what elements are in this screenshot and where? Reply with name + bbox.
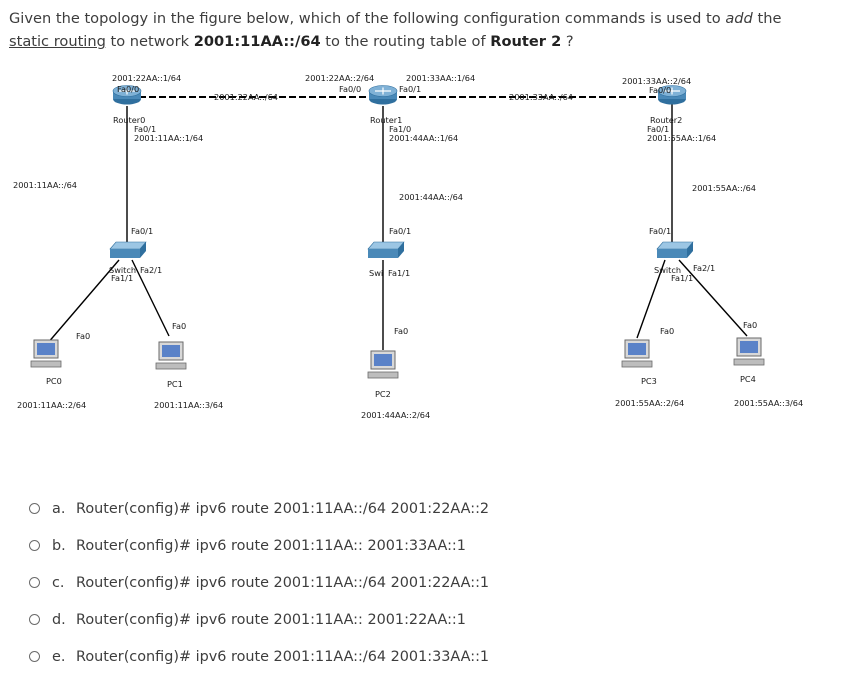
option-e[interactable]: e.Router(config)# ipv6 route 2001:11AA::… bbox=[29, 638, 489, 675]
option-b-text: Router(config)# ipv6 route 2001:11AA:: 2… bbox=[76, 537, 466, 554]
option-c-radio[interactable] bbox=[29, 577, 40, 588]
pc2-name: PC2 bbox=[375, 389, 391, 399]
switch0-fa21-label: Fa2/1 bbox=[140, 265, 162, 275]
pc0-ip: 2001:11AA::2/64 bbox=[17, 400, 86, 410]
option-a[interactable]: a.Router(config)# ipv6 route 2001:11AA::… bbox=[29, 490, 489, 527]
question-line-1: Given the topology in the figure below, … bbox=[9, 10, 782, 27]
option-d-radio[interactable] bbox=[29, 614, 40, 625]
switch0-fa01-label: Fa0/1 bbox=[131, 226, 153, 236]
option-a-text: Router(config)# ipv6 route 2001:11AA::/6… bbox=[76, 500, 490, 517]
router1-fa10-ip: 2001:44AA::1/64 bbox=[389, 133, 458, 143]
option-d[interactable]: d.Router(config)# ipv6 route 2001:11AA::… bbox=[29, 601, 489, 638]
pc4-icon[interactable] bbox=[733, 337, 765, 366]
switch2-fa01-label: Fa0/1 bbox=[649, 226, 671, 236]
router0-fa01-label: Fa0/1 bbox=[134, 124, 156, 134]
router1-icon[interactable] bbox=[368, 85, 398, 105]
pc1-name: PC1 bbox=[167, 379, 183, 389]
pc2-ip: 2001:44AA::2/64 bbox=[361, 410, 430, 420]
link-switch0-pc1 bbox=[131, 259, 170, 337]
switch0-fa11-label: Fa1/1 bbox=[111, 273, 133, 283]
link-r1-r2-network: 2001:33AA::/64 bbox=[509, 92, 573, 102]
switch2-icon[interactable] bbox=[656, 241, 694, 258]
router1-fa00-ip: 2001:22AA::2/64 bbox=[305, 73, 374, 83]
router2-fa01-ip: 2001:55AA::1/64 bbox=[647, 133, 716, 143]
pc0-fa0-label: Fa0 bbox=[76, 331, 90, 341]
link-switch2-pc3 bbox=[636, 259, 666, 339]
topology-diagram: 2001:22AA::1/64 Fa0/0 2001:22AA::/64 200… bbox=[13, 73, 803, 420]
pc1-fa0-label: Fa0 bbox=[172, 321, 186, 331]
pc3-fa0-label: Fa0 bbox=[660, 326, 674, 336]
router1-fa01-label: Fa0/1 bbox=[399, 84, 421, 94]
link-r0-r1-network: 2001:22AA::/64 bbox=[214, 92, 278, 102]
router2-icon[interactable] bbox=[657, 85, 687, 105]
router0-name: Router0 bbox=[113, 115, 145, 125]
option-b-radio[interactable] bbox=[29, 540, 40, 551]
router2-fa01-label: Fa0/1 bbox=[647, 124, 669, 134]
network-right-label: 2001:55AA::/64 bbox=[692, 183, 756, 193]
router1-fa01-ip: 2001:33AA::1/64 bbox=[406, 73, 475, 83]
router1-fa10-label: Fa1/0 bbox=[389, 124, 411, 134]
network-middle-label: 2001:44AA::/64 bbox=[399, 192, 463, 202]
pc4-name: PC4 bbox=[740, 374, 756, 384]
router0-fa00-label: Fa0/0 bbox=[117, 84, 139, 94]
answer-options: a.Router(config)# ipv6 route 2001:11AA::… bbox=[29, 490, 489, 675]
router2-name: Router2 bbox=[650, 115, 682, 125]
option-a-radio[interactable] bbox=[29, 503, 40, 514]
pc3-icon[interactable] bbox=[621, 339, 653, 368]
pc3-ip: 2001:55AA::2/64 bbox=[615, 398, 684, 408]
pc2-icon[interactable] bbox=[367, 350, 399, 379]
switch2-name: Switch bbox=[654, 265, 681, 275]
pc3-name: PC3 bbox=[641, 376, 657, 386]
question-line-2: static routing to network 2001:11AA::/64… bbox=[9, 33, 574, 50]
router0-fa01-ip: 2001:11AA::1/64 bbox=[134, 133, 203, 143]
switch2-fa11-label: Fa1/1 bbox=[671, 273, 693, 283]
pc1-icon[interactable] bbox=[155, 341, 187, 370]
question-text: Given the topology in the figure below, … bbox=[9, 7, 839, 53]
switch1-fa01-label: Fa0/1 bbox=[389, 226, 411, 236]
option-e-text: Router(config)# ipv6 route 2001:11AA::/6… bbox=[76, 648, 490, 665]
option-d-text: Router(config)# ipv6 route 2001:11AA:: 2… bbox=[76, 611, 466, 628]
option-c-text: Router(config)# ipv6 route 2001:11AA::/6… bbox=[76, 574, 490, 591]
switch1-fa11-label: Fa1/1 bbox=[388, 268, 410, 278]
link-switch2-pc4 bbox=[678, 259, 748, 337]
pc4-fa0-label: Fa0 bbox=[743, 320, 757, 330]
topology-figure: 2001:22AA::1/64 Fa0/0 2001:22AA::/64 200… bbox=[9, 66, 821, 428]
pc0-icon[interactable] bbox=[30, 339, 62, 368]
router1-name: Router1 bbox=[370, 115, 402, 125]
link-switch0-pc0 bbox=[46, 259, 120, 345]
pc4-ip: 2001:55AA::3/64 bbox=[734, 398, 803, 408]
router0-icon[interactable] bbox=[112, 85, 142, 105]
router1-fa00-label: Fa0/0 bbox=[339, 84, 361, 94]
option-b[interactable]: b.Router(config)# ipv6 route 2001:11AA::… bbox=[29, 527, 489, 564]
switch0-name: Switch bbox=[109, 265, 136, 275]
switch2-fa21-label: Fa2/1 bbox=[693, 263, 715, 273]
option-e-radio[interactable] bbox=[29, 651, 40, 662]
network-left-label: 2001:11AA::/64 bbox=[13, 180, 77, 190]
router0-fa00-ip: 2001:22AA::1/64 bbox=[112, 73, 181, 83]
pc1-ip: 2001:11AA::3/64 bbox=[154, 400, 223, 410]
switch1-icon[interactable] bbox=[367, 241, 405, 258]
switch0-icon[interactable] bbox=[109, 241, 147, 258]
router2-fa00-label: Fa0/0 bbox=[649, 85, 671, 95]
switch1-name: Swi bbox=[369, 268, 383, 278]
pc2-fa0-label: Fa0 bbox=[394, 326, 408, 336]
pc0-name: PC0 bbox=[46, 376, 62, 386]
router2-fa00-ip: 2001:33AA::2/64 bbox=[622, 76, 691, 86]
option-c[interactable]: c.Router(config)# ipv6 route 2001:11AA::… bbox=[29, 564, 489, 601]
